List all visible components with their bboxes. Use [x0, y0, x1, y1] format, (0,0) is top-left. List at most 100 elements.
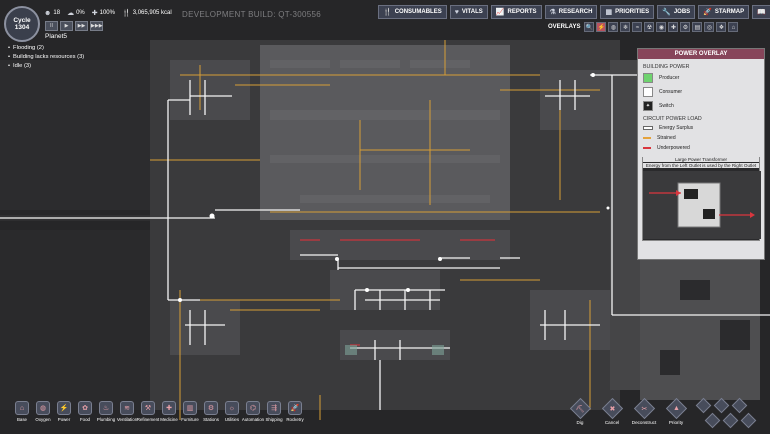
overlay-button-10[interactable]: ◎: [704, 22, 715, 32]
tool-label: Dig: [576, 420, 584, 425]
management-menu: 🍴CONSUMABLES♥VITALS📈REPORTS⚗RESEARCH▦PRI…: [378, 5, 770, 19]
plumbing-icon: ♨: [99, 401, 113, 415]
build-food-button[interactable]: ✿Food: [75, 401, 95, 422]
tool-diamond-button[interactable]: [704, 412, 721, 429]
menu-consumables-button[interactable]: 🍴CONSUMABLES: [378, 5, 447, 19]
build-category-label: Refinement: [136, 417, 160, 422]
deconstruct-icon: ✂: [633, 397, 655, 420]
menu-label: JOBS: [673, 9, 691, 15]
overlay-button-4[interactable]: ≈: [632, 22, 643, 32]
overlay-button-0[interactable]: 🔍: [584, 22, 595, 32]
oxygen-icon: ◍: [36, 401, 50, 415]
alert-item[interactable]: Building lacks resources (3): [8, 53, 84, 62]
build-refinement-button[interactable]: ⚒ Refinement: [136, 401, 160, 422]
cancel-tool-button[interactable]: ✖Cancel: [600, 397, 624, 425]
refinement-icon: ⚒: [141, 401, 155, 415]
build-category-label: Oxygen: [35, 417, 51, 422]
cycle-dial[interactable]: Cycle 1304: [4, 6, 40, 42]
tool-label: Cancel: [604, 420, 620, 425]
priority-tool-button[interactable]: ▲Priority: [664, 397, 688, 425]
menu-reports-button[interactable]: 📈REPORTS: [490, 5, 542, 19]
build-furniture-button[interactable]: ▥Furniture: [180, 401, 200, 422]
ventilation-icon: ≋: [120, 401, 134, 415]
reports-icon: 📈: [495, 9, 505, 16]
build-automation-button[interactable]: ⌬Automation: [242, 401, 264, 422]
overlay-button-7[interactable]: ✚: [668, 22, 679, 32]
speed-3-button[interactable]: ▶▶▶: [90, 21, 103, 31]
menu-label: RESEARCH: [558, 9, 593, 15]
alert-item[interactable]: Idle (3): [8, 62, 84, 71]
overlay-button-5[interactable]: ☢: [644, 22, 655, 32]
menu-research-button[interactable]: ⚗RESEARCH: [544, 5, 598, 19]
build-shipping-button[interactable]: ⇶ Shipping: [264, 401, 284, 422]
tool-diamond-button[interactable]: [740, 412, 757, 429]
menu-starmap-button[interactable]: 🚀STARMAP: [698, 5, 750, 19]
menu-vitals-button[interactable]: ♥VITALS: [449, 5, 488, 19]
menu-jobs-button[interactable]: 🔧JOBS: [657, 5, 696, 19]
menu-label: REPORTS: [507, 9, 537, 15]
overlays-bar: OVERLAYS 🔍⚡◍❄≈☢◉✚⚙▤◎❖⌂: [548, 22, 739, 32]
duplicants-stat[interactable]: ☻18: [44, 9, 61, 17]
starmap-icon: 🚀: [703, 9, 712, 16]
legend-producer: Producer: [643, 73, 764, 83]
overlay-button-11[interactable]: ❖: [716, 22, 727, 32]
build-medicine-button[interactable]: ✚Medicine: [159, 401, 179, 422]
build-category-label: Stations: [203, 417, 219, 422]
power-overlay-legend: POWER OVERLAY BUILDING POWER Producer Co…: [637, 48, 765, 260]
build-category-label: Utilities: [224, 417, 240, 422]
calories-stat[interactable]: 🍴3,065,905 kcal: [121, 10, 172, 17]
tool-diamond-button[interactable]: [713, 397, 730, 414]
build-base-button[interactable]: ⌂Base: [12, 401, 32, 422]
build-category-label: Rocketry: [286, 417, 304, 422]
surplus-line: [643, 126, 653, 130]
build-stations-button[interactable]: ⚙Stations: [201, 401, 221, 422]
overlay-button-12[interactable]: ⌂: [728, 22, 739, 32]
speed-2-button[interactable]: ▶▶: [75, 21, 88, 31]
pause-button[interactable]: II: [45, 21, 58, 31]
alerts-list: Flooding (2) Building lacks resources (3…: [8, 44, 84, 71]
stress-stat[interactable]: ☁0%: [67, 10, 85, 17]
build-ventilation-button[interactable]: ≋Ventilation: [117, 401, 137, 422]
tool-diamond-button[interactable]: [722, 412, 739, 429]
dig-tool-button[interactable]: ⛏Dig: [568, 397, 592, 425]
speed-1-button[interactable]: ▶: [60, 21, 73, 31]
consumer-swatch: [643, 87, 653, 97]
transformer-desc: Energy from the Left Outlet is used by t…: [643, 163, 759, 168]
automation-icon: ⌬: [246, 401, 260, 415]
overlay-button-1[interactable]: ⚡: [596, 22, 607, 32]
build-utilities-button[interactable]: ☼Utilities: [222, 401, 242, 422]
overlay-button-2[interactable]: ◍: [608, 22, 619, 32]
tool-diamond-button[interactable]: [731, 397, 748, 414]
build-plumbing-button[interactable]: ♨ Plumbing: [96, 401, 116, 422]
overlay-button-8[interactable]: ⚙: [680, 22, 691, 32]
tool-diamond-button[interactable]: [695, 397, 712, 414]
build-oxygen-button[interactable]: ◍ Oxygen: [33, 401, 53, 422]
colony-name[interactable]: Planet5: [45, 33, 68, 40]
shipping-icon: ⇶: [267, 401, 281, 415]
vitals-icon: ♥: [454, 8, 459, 16]
furniture-icon: ▥: [183, 401, 197, 415]
overlay-button-9[interactable]: ▤: [692, 22, 703, 32]
build-category-label: Food: [79, 417, 90, 422]
health-stat[interactable]: ✚100%: [91, 10, 115, 17]
colony-stats: ☻18 ☁0% ✚100% 🍴3,065,905 kcal: [44, 9, 172, 18]
legend-surplus: Energy Surplus: [643, 125, 764, 131]
build-category-label: Base: [16, 417, 27, 422]
codex-icon: 📖: [757, 9, 766, 16]
alert-item[interactable]: Flooding (2): [8, 44, 84, 53]
menu-codex-button[interactable]: 📖: [752, 5, 770, 19]
build-categories: ⌂Base ◍ Oxygen⚡Power✿Food ♨ Plumbing≋Ventila…: [12, 401, 305, 422]
build-rocketry-button[interactable]: 🚀Rocketry: [285, 401, 305, 422]
priority-icon: ▲: [665, 397, 687, 420]
menu-priorities-button[interactable]: ▦PRIORITIES: [600, 5, 655, 19]
build-power-button[interactable]: ⚡Power: [54, 401, 74, 422]
overlay-button-6[interactable]: ◉: [656, 22, 667, 32]
deconstruct-tool-button[interactable]: ✂Deconstruct: [632, 397, 656, 425]
legend-consumer: Consumer: [643, 87, 764, 97]
build-category-label: Plumbing: [96, 417, 116, 422]
transformer-tooltip: Large Power Transformer Energy from the …: [642, 157, 761, 241]
build-category-label: Shipping: [265, 417, 283, 422]
overlay-button-3[interactable]: ❄: [620, 22, 631, 32]
menu-label: PRIORITIES: [615, 9, 650, 15]
building-power-heading: BUILDING POWER: [643, 64, 690, 70]
